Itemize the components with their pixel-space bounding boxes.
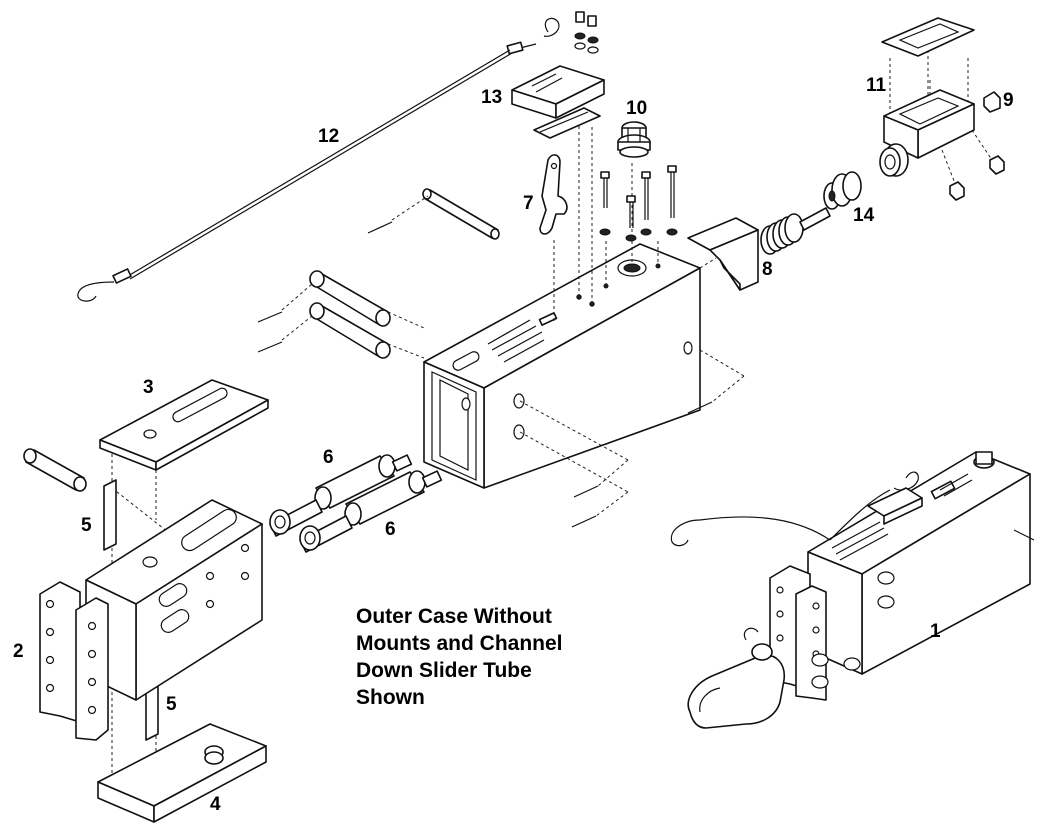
label-part-6-upper: 6	[323, 447, 334, 468]
part-labels: 1 2 3 4 5 5 6 6 7 8 9 10 11 12 13 14	[13, 75, 1014, 815]
label-part-14: 14	[853, 205, 875, 226]
gasket-part	[881, 17, 975, 57]
label-part-13: 13	[481, 87, 502, 108]
channel-bottom-part	[97, 723, 267, 823]
slider-tube-part	[39, 499, 263, 741]
spring-coils	[760, 213, 804, 255]
label-part-3: 3	[143, 377, 154, 398]
spacer-plate-upper-part	[103, 479, 117, 551]
spring-assembly-part	[687, 207, 831, 291]
damper-cylinder-upper-part	[269, 454, 413, 537]
fitting-part	[949, 91, 1005, 201]
breakaway-cable-part	[77, 17, 560, 302]
bushing-part	[823, 171, 862, 210]
caption-line-3: Down Slider Tube	[356, 659, 532, 682]
label-part-11: 11	[866, 75, 887, 96]
label-part-7: 7	[523, 193, 534, 214]
label-part-5-upper: 5	[81, 515, 92, 536]
cotter-pins	[257, 221, 713, 528]
case-label-decal	[487, 319, 545, 363]
caption-line-1: Outer Case Without	[356, 605, 552, 628]
channel-top-part	[99, 379, 269, 471]
diagram-caption: Outer Case Without Mounts and Channel Do…	[356, 603, 563, 711]
bolts-top	[574, 11, 599, 54]
label-part-5-lower: 5	[166, 694, 177, 715]
pin-tube-upper	[422, 188, 500, 240]
master-cylinder-part	[879, 89, 975, 177]
pin-tube-middle	[309, 270, 391, 327]
caption-line-2: Mounts and Channel	[356, 632, 563, 655]
damper-cylinder-lower-part	[299, 470, 443, 553]
label-part-2: 2	[13, 641, 24, 662]
actuator-cap-part	[617, 121, 651, 158]
outer-case-part	[423, 243, 701, 489]
label-part-4: 4	[210, 794, 221, 815]
label-part-1: 1	[930, 621, 941, 642]
assembled-coupler-part	[670, 451, 1035, 729]
label-part-12: 12	[318, 126, 339, 147]
caption-line-4: Shown	[356, 686, 425, 709]
loose-pin-part	[23, 448, 87, 492]
label-part-8: 8	[762, 259, 773, 280]
label-part-10: 10	[626, 98, 647, 119]
label-part-9: 9	[1003, 90, 1014, 111]
label-part-6-lower: 6	[385, 519, 396, 540]
bracket-part	[511, 65, 605, 139]
long-bolts	[599, 165, 678, 242]
latch-part	[539, 154, 568, 235]
